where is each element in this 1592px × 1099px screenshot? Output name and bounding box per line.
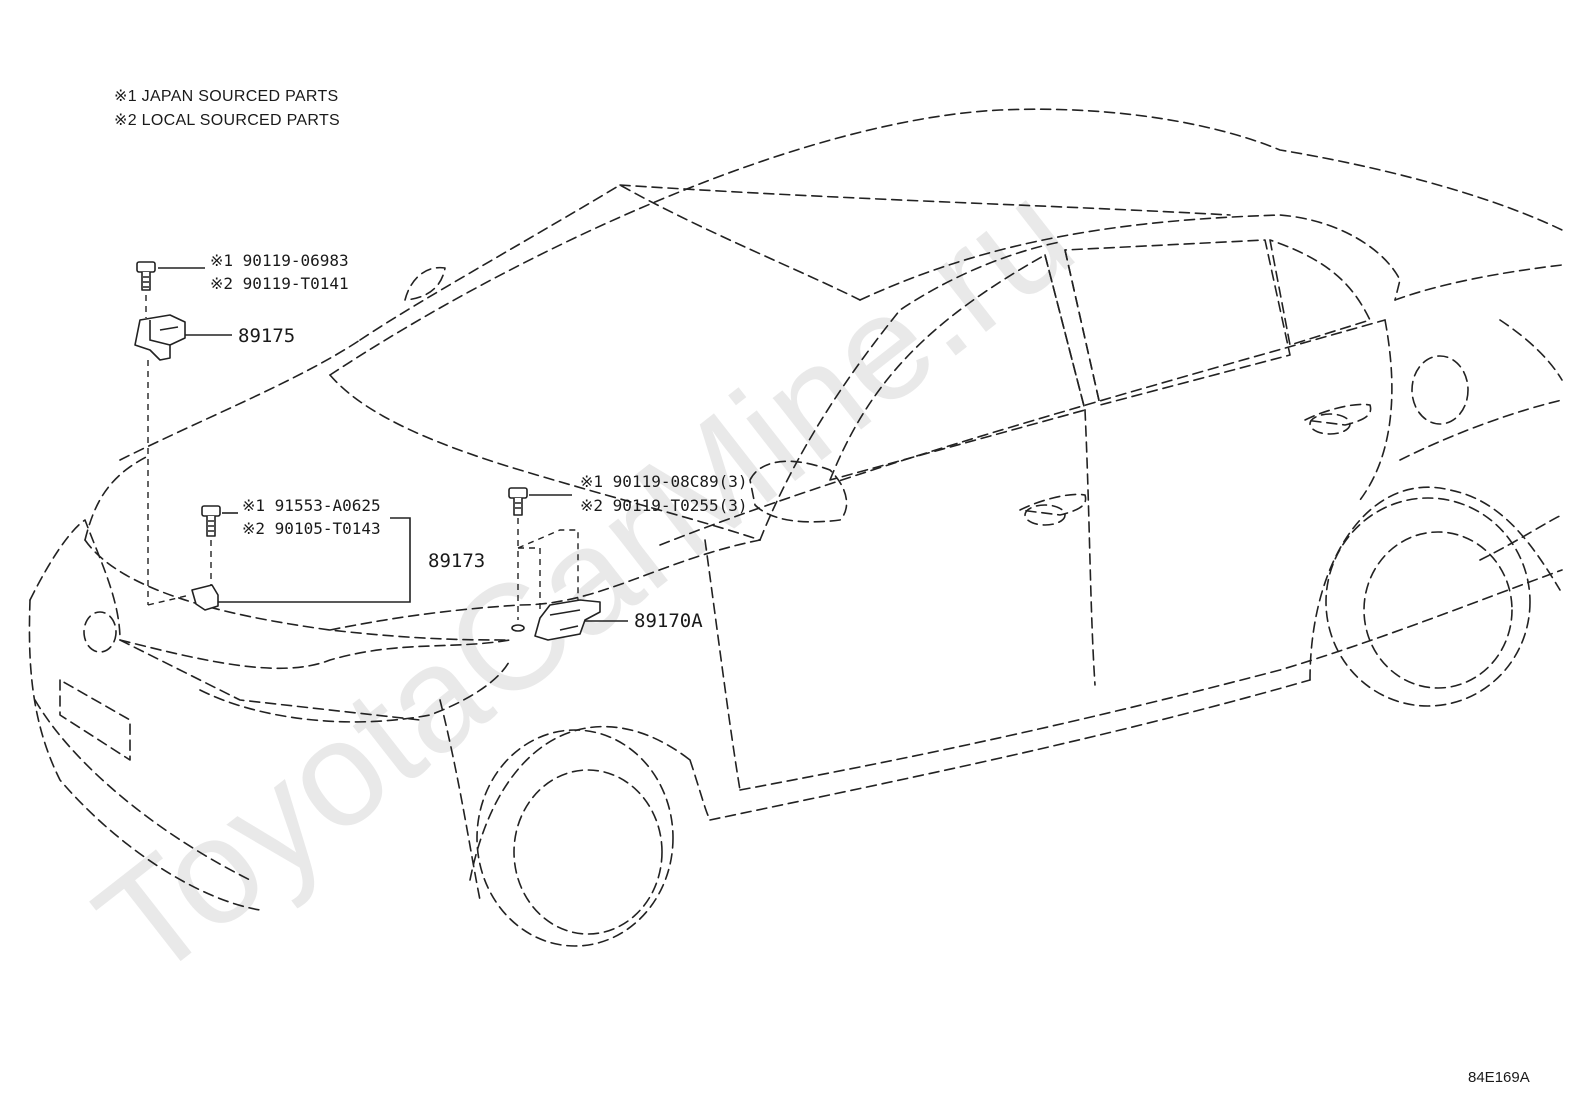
part-89170a-label: 89170A bbox=[634, 610, 703, 632]
phantom-89175-bottom bbox=[147, 594, 191, 606]
bolt-89173 bbox=[201, 505, 221, 537]
bolt-89170a-label-1: ※1 90119-08C89(3) bbox=[580, 472, 748, 491]
note-local-sourced: ※2 LOCAL SOURCED PARTS bbox=[114, 112, 340, 129]
bolt-89175-label-2: ※2 90119-T0141 bbox=[210, 274, 349, 293]
part-89173-label: 89173 bbox=[428, 550, 485, 572]
car-outline bbox=[28, 108, 1563, 947]
bolt-89170a-label-2: ※2 90119-T0255(3) bbox=[580, 496, 748, 515]
part-89175-shape bbox=[134, 314, 186, 361]
part-89170a-shape bbox=[511, 599, 601, 641]
bolt-89173-label-1: ※1 91553-A0625 bbox=[242, 496, 381, 515]
note-japan-sourced: ※1 JAPAN SOURCED PARTS bbox=[114, 88, 339, 105]
bolt-89170a bbox=[508, 487, 528, 516]
bolt-89175-label-1: ※1 90119-06983 bbox=[210, 251, 349, 270]
illustration-code: 84E169A bbox=[1468, 1069, 1530, 1086]
part-89173-shape bbox=[191, 584, 219, 611]
bolt-89173-label-2: ※2 90105-T0143 bbox=[242, 519, 381, 538]
part-89175-label: 89175 bbox=[238, 325, 295, 347]
bolt-89175 bbox=[136, 261, 156, 291]
bracket-89173 bbox=[218, 517, 411, 603]
